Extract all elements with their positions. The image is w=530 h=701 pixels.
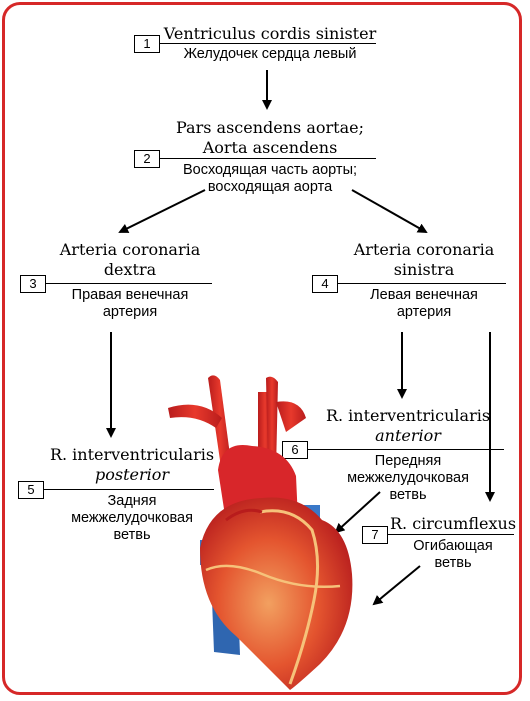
node-6-latin: R. interventricularis anterior (325, 406, 491, 445)
node-2-russian: Восходящая часть аорты; восходящая аорта (182, 162, 358, 195)
node-6-russian: Передняя межжелудочковая ветвь (347, 453, 469, 503)
node-4-latin: Arteria coronaria sinistra (353, 240, 495, 279)
node-1-rule (160, 43, 376, 44)
arrow-7-to-heart (372, 565, 421, 606)
node-4-number: 4 (312, 275, 338, 293)
arrow-2-to-3 (118, 189, 206, 233)
node-5-number: 5 (18, 481, 44, 499)
node-5-latin: R. interventricularis posterior (49, 445, 215, 484)
arrow-6-to-heart (334, 491, 381, 534)
node-7-latin: R. circumflexus (389, 514, 517, 533)
node-2-latin: Pars ascendens aortae; Aorta ascendens (176, 118, 364, 157)
arrow-2-to-4 (351, 189, 428, 233)
node-3-rule (46, 283, 212, 284)
node-1-number: 1 (134, 35, 160, 53)
heart-illustration (168, 375, 353, 690)
node-1-russian: Желудочек сердца левый (183, 46, 357, 62)
node-3-number: 3 (20, 275, 46, 293)
node-2-number: 2 (134, 150, 160, 168)
node-4-russian: Левая венечная артерия (370, 287, 478, 320)
node-7-rule (388, 534, 514, 535)
node-3-latin: Arteria coronaria dextra (59, 240, 201, 279)
node-5-russian: Задняя межжелудочковая ветвь (71, 493, 193, 543)
node-7-russian: Огибающая ветвь (413, 538, 493, 571)
node-4-rule (338, 283, 506, 284)
node-7-number: 7 (362, 526, 388, 544)
node-3-russian: Правая венечная артерия (71, 287, 189, 320)
node-5-rule (44, 489, 214, 490)
node-6-rule (308, 449, 504, 450)
node-2-rule (160, 158, 376, 159)
node-1-latin: Ventriculus cordis sinister (163, 24, 377, 43)
node-6-number: 6 (282, 441, 308, 459)
